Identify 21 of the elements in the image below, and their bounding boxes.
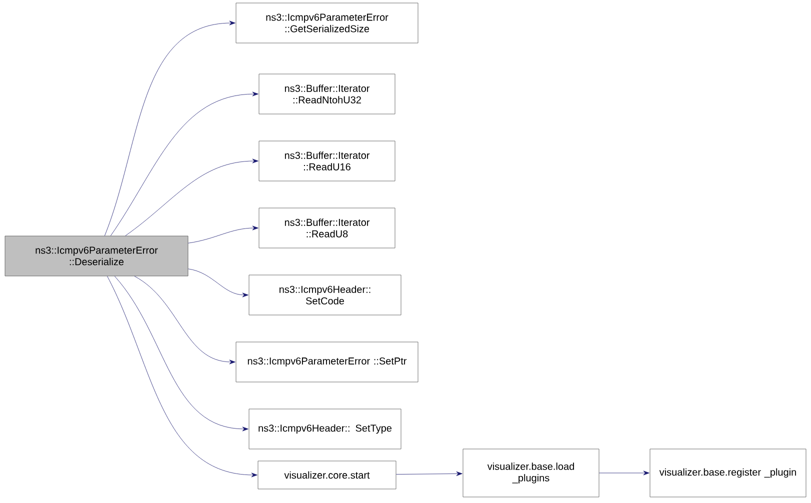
function-box: visualizer.base.load _plugins xyxy=(462,448,600,498)
arrow xyxy=(107,276,258,478)
function-box: ns3::Icmpv6Header:: SetType xyxy=(248,408,402,450)
arrow xyxy=(188,226,258,244)
arrow xyxy=(134,276,236,364)
arrow xyxy=(188,268,248,298)
function-box: ns3::Buffer::Iterator ::ReadU8 xyxy=(258,208,396,248)
function-box: ns3::Icmpv6ParameterError ::Deserialize xyxy=(4,236,188,276)
function-box: ns3::Buffer::Iterator ::ReadNtohU32 xyxy=(258,74,396,114)
arrow xyxy=(599,470,650,476)
function-box: ns3::Buffer::Iterator ::ReadU16 xyxy=(258,140,396,182)
function-box: visualizer.core.start xyxy=(258,460,396,490)
arrow xyxy=(104,20,236,236)
arrow xyxy=(110,92,258,236)
arrow xyxy=(114,276,248,432)
function-box: ns3::Icmpv6ParameterError ::SetPtr xyxy=(236,342,418,382)
arrow xyxy=(396,471,462,476)
function-box: ns3::Icmpv6Header:: SetCode xyxy=(248,274,402,316)
function-box: visualizer.base.register _plugin xyxy=(650,448,806,498)
function-box: ns3::Icmpv6ParameterError ::GetSerializedSize xyxy=(236,2,418,44)
arrow xyxy=(125,158,258,236)
